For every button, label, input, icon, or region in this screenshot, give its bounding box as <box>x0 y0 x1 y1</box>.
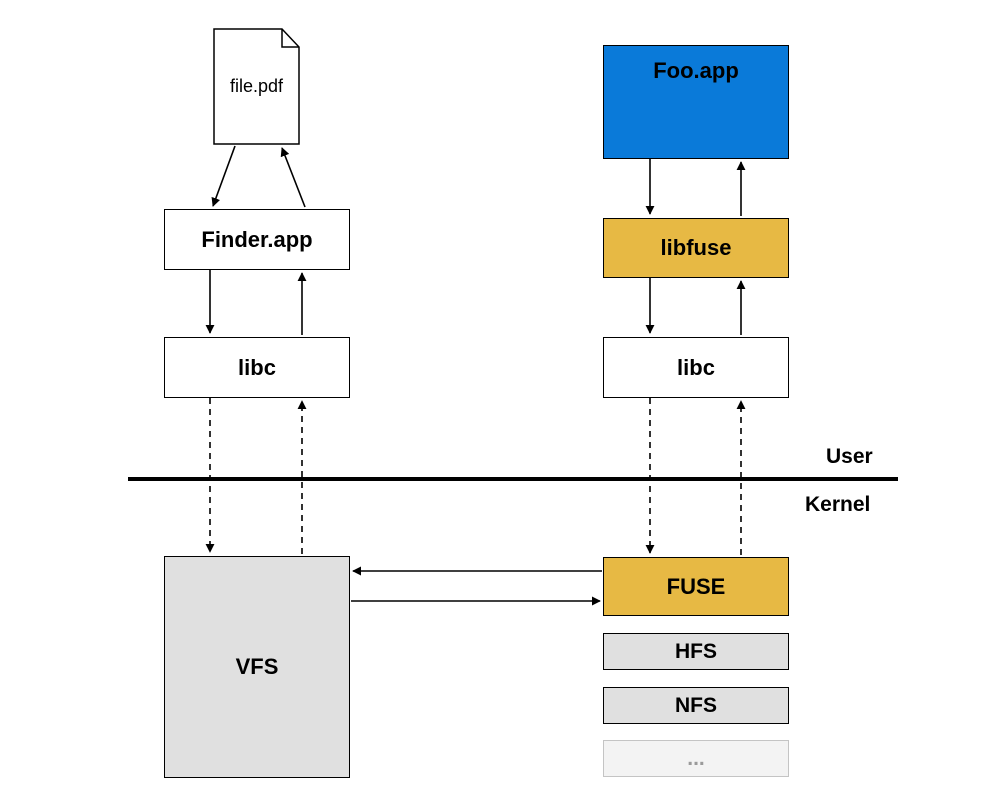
finder-app-box: Finder.app <box>164 209 350 270</box>
libc-left-box: libc <box>164 337 350 398</box>
document-filename: file.pdf <box>229 76 284 96</box>
libfuse-box: libfuse <box>603 218 789 278</box>
document-icon <box>213 28 300 145</box>
vfs-box: VFS <box>164 556 350 778</box>
kernel-space-label: Kernel <box>805 493 871 516</box>
more-filesystems-box: ... <box>603 740 789 777</box>
foo-app-box: Foo.app <box>603 45 789 159</box>
hfs-box: HFS <box>603 633 789 670</box>
nfs-box: NFS <box>603 687 789 724</box>
arrow-finder-to-file <box>280 147 306 208</box>
arrow-file-to-finder <box>211 145 236 207</box>
fuse-box: FUSE <box>603 557 789 616</box>
libc-right-box: libc <box>603 337 789 398</box>
user-space-label: User <box>826 445 873 468</box>
foo-app-label: Foo.app <box>653 58 739 83</box>
